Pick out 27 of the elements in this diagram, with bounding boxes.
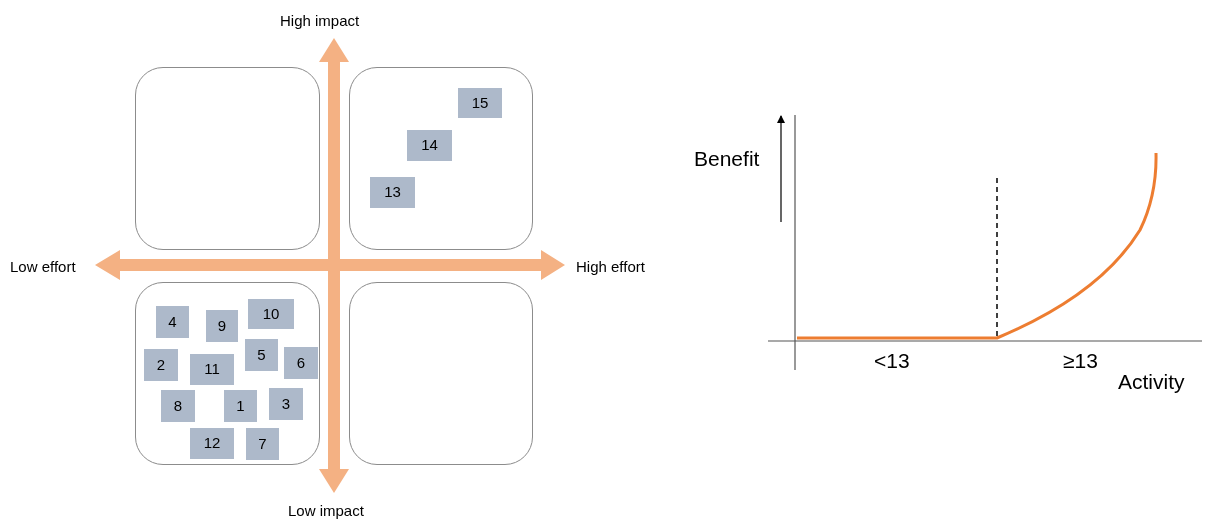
- number-card: 5: [245, 339, 278, 371]
- axis-label: Low effort: [10, 257, 76, 277]
- number-card: 11: [190, 354, 234, 385]
- quadrant-box: [135, 67, 320, 250]
- number-card: 7: [246, 428, 279, 460]
- number-card: 6: [284, 347, 318, 379]
- number-card: 3: [269, 388, 303, 420]
- axis-label: Benefit: [694, 146, 760, 172]
- quadrant-box: [349, 282, 533, 465]
- axis-label: <13: [874, 348, 910, 374]
- quadrant-box: [135, 282, 320, 465]
- axis-label: Low impact: [288, 501, 364, 521]
- number-card: 15: [458, 88, 502, 118]
- number-card: 1: [224, 390, 257, 422]
- number-card: 13: [370, 177, 415, 208]
- number-card: 10: [248, 299, 294, 329]
- number-card: 14: [407, 130, 452, 161]
- axis-label: High impact: [280, 11, 360, 31]
- number-card: 4: [156, 306, 189, 338]
- axis-label: High effort: [576, 257, 645, 277]
- axis-label: ≥13: [1063, 348, 1098, 374]
- number-card: 8: [161, 390, 195, 422]
- number-card: 12: [190, 428, 234, 459]
- quadrant-box: [349, 67, 533, 250]
- number-card: 9: [206, 310, 238, 342]
- number-card: 2: [144, 349, 178, 381]
- axis-label: Activity: [1118, 369, 1185, 395]
